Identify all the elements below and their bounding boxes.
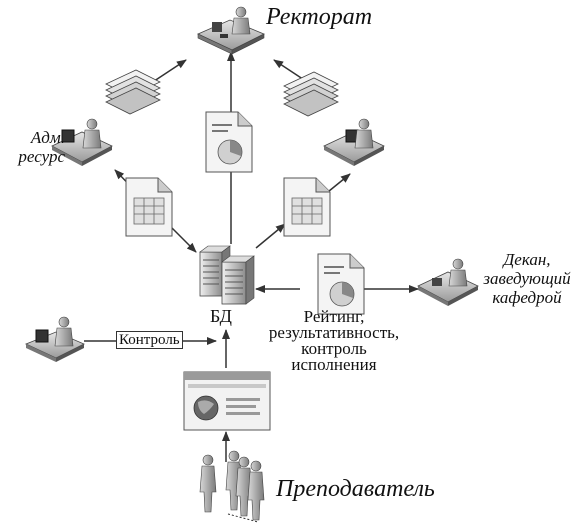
dean-label: Декан, заведующий кафедрой xyxy=(472,250,582,307)
paper-stack-icon xyxy=(283,71,339,117)
office-worker-icon xyxy=(323,118,385,166)
office-worker-icon xyxy=(197,6,265,55)
rating-label-line4: исполнения xyxy=(291,355,377,374)
adm-label-line1: Адм. xyxy=(30,128,65,147)
dean-label-line3: кафедрой xyxy=(492,288,562,307)
people-group-icon xyxy=(199,450,265,523)
paper-stack-icon xyxy=(105,69,161,115)
arrow-adm-to-db xyxy=(171,227,197,253)
rating-label-line2: результативность, xyxy=(268,323,400,342)
control-label: Контроль xyxy=(116,331,183,349)
teacher-label: Преподаватель xyxy=(276,476,435,502)
rating-label-line3: контроль xyxy=(301,339,367,358)
office-worker-icon xyxy=(51,118,113,166)
database-server-icon xyxy=(199,245,255,305)
rectorate-label: Ректорат xyxy=(266,4,373,30)
spreadsheet-document-icon xyxy=(283,177,331,237)
report-document-icon xyxy=(205,111,253,173)
arrow-db-to-right-doc xyxy=(255,223,286,249)
adm-label-line2: ресурс xyxy=(18,147,65,166)
rating-label-line1: Рейтинг, xyxy=(303,307,365,326)
rating-label: Рейтинг, результативность, контроль испо… xyxy=(254,307,414,374)
dean-label-line1: Декан, xyxy=(503,250,551,269)
spreadsheet-document-icon xyxy=(125,177,173,237)
office-worker-icon xyxy=(24,316,85,362)
db-label: БД xyxy=(210,306,232,326)
web-page-icon xyxy=(183,371,271,431)
adm-resource-label: Адм. ресурс xyxy=(5,128,65,166)
office-worker-icon xyxy=(417,258,479,306)
dean-label-line2: заведующий xyxy=(483,269,571,288)
report-document-icon xyxy=(317,253,365,315)
